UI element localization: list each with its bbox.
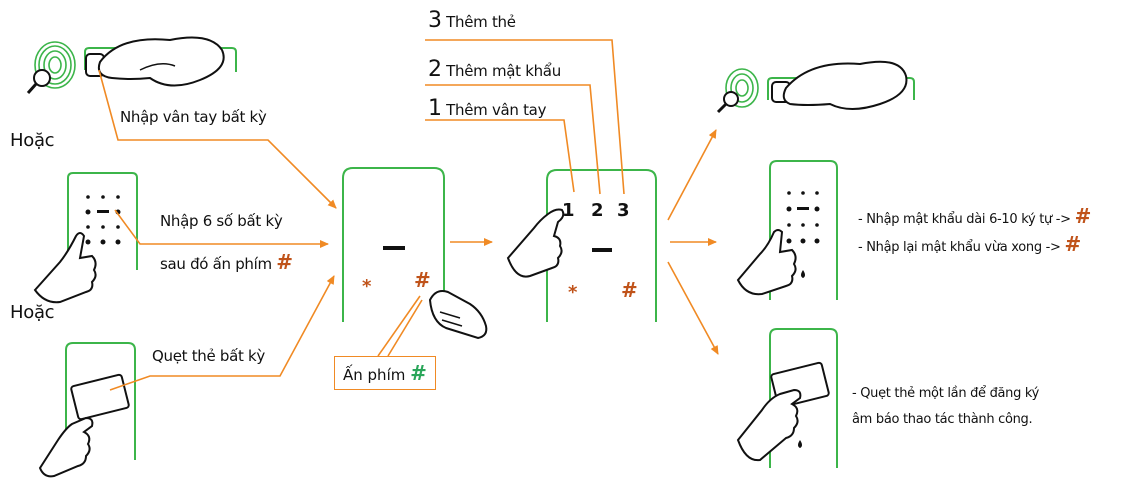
arrow-keypad-to-device <box>114 209 329 248</box>
password-note-1-wrap: - Nhập mật khẩu dài 6-10 ký tự -> # <box>858 204 1091 228</box>
or-label-2: Hoặc <box>10 302 55 323</box>
code-label-line2: sau đó ấn phím <box>160 255 272 273</box>
arrow-card-to-device <box>109 275 335 391</box>
password-note-2-wrap: - Nhập lại mật khẩu vừa xong -> # <box>858 232 1081 256</box>
star-key-menu: * <box>568 282 578 303</box>
password-note-1: - Nhập mật khẩu dài 6-10 ký tự -> <box>858 212 1071 227</box>
hash-key-menu: # <box>621 278 638 302</box>
hash-key-symbol: # <box>276 250 293 274</box>
card-device-right <box>736 328 838 468</box>
line-press-hash <box>377 295 421 357</box>
menu-item-2: 2 Thêm mật khẩu <box>428 57 561 82</box>
hash-key-center: # <box>414 268 431 292</box>
hash-note-2: # <box>1064 232 1081 256</box>
menu-text-3: Thêm thẻ <box>446 13 516 31</box>
card-note-line2: âm báo thao tác thành công. <box>852 412 1033 427</box>
fingerprint-device-left <box>84 36 237 87</box>
menu-text-2: Thêm mật khẩu <box>446 62 561 80</box>
menu-number-3: 3 <box>428 8 442 33</box>
digit-3: 3 <box>617 200 630 221</box>
or-label-1: Hoặc <box>10 130 55 151</box>
hash-key-green: # <box>410 361 427 385</box>
press-hash-label: Ấn phím <box>343 366 406 384</box>
code-label-line2-wrap: sau đó ấn phím # <box>160 250 293 274</box>
menu-text-1: Thêm vân tay <box>446 101 547 119</box>
keypad-device-right <box>736 160 838 300</box>
fingerprint-label: Nhập vân tay bất kỳ <box>120 108 267 126</box>
fingerprint-device-right <box>716 60 915 114</box>
leader-menu-3 <box>425 39 625 195</box>
code-label-line1: Nhập 6 số bất kỳ <box>160 212 283 230</box>
digit-2: 2 <box>591 200 604 221</box>
hash-note-1: # <box>1074 204 1092 228</box>
leader-menu-2 <box>425 84 601 195</box>
fingerprint-icon <box>26 41 76 94</box>
menu-item-1: 1 Thêm vân tay <box>428 96 546 121</box>
menu-number-2: 2 <box>428 57 442 82</box>
password-note-2: - Nhập lại mật khẩu vừa xong -> <box>858 240 1061 255</box>
arrow-menu-to-card <box>667 261 719 355</box>
arrow-menu-to-fingerprint <box>667 129 717 221</box>
digit-1: 1 <box>562 200 575 221</box>
connectors <box>98 39 719 391</box>
arrow-fingerprint-to-device <box>98 69 337 209</box>
card-device-left <box>38 342 136 478</box>
star-key-center: * <box>362 276 372 297</box>
menu-number-1: 1 <box>428 96 442 121</box>
keypad-device-left <box>33 172 138 304</box>
press-hash-callout: Ấn phím # <box>334 356 436 390</box>
main-device <box>342 167 488 340</box>
card-label: Quẹt thẻ bất kỳ <box>152 347 266 365</box>
menu-item-3: 3 Thêm thẻ <box>428 8 516 33</box>
menu-device <box>506 169 657 322</box>
leader-menu-1 <box>425 119 575 193</box>
card-note-line1: - Quẹt thẻ một lần để đăng ký <box>852 386 1040 401</box>
